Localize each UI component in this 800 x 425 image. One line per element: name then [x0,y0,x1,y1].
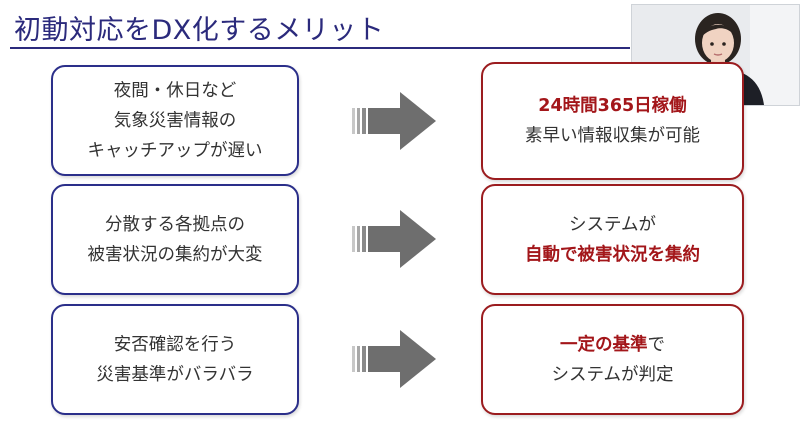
title-underline [10,47,630,49]
benefit-3-line-1: 一定の基準で [560,330,665,360]
benefit-2-line-1: システムが [569,214,656,235]
arrow-right-icon [352,210,436,268]
benefit-1-highlight: 24時間365日稼働 [538,96,687,116]
slide-title: 初動対応をDX化するメリット [14,15,385,46]
problem-box-1: 夜間・休日など 気象災害情報の キャッチアップが遅い [51,65,299,176]
benefit-3-line-1-rest: で [647,334,666,355]
arrow-right-icon [352,92,436,150]
problem-1-line-2: 気象災害情報の [113,110,237,131]
problem-2-line-2: 被害状況の集約が大変 [87,244,263,265]
problem-3-line-1: 安否確認を行う [113,334,237,355]
benefit-3-line-2: システムが判定 [551,364,674,385]
benefit-3-highlight: 一定の基準 [560,334,648,355]
problem-box-2: 分散する各拠点の 被害状況の集約が大変 [51,184,299,295]
problem-2-line-1: 分散する各拠点の [105,214,245,235]
problem-3-line-2: 災害基準がバラバラ [96,364,254,385]
benefit-box-2: システムが 自動で被害状況を集約 [481,184,744,295]
problem-box-3: 安否確認を行う 災害基準がバラバラ [51,304,299,415]
benefit-box-3: 一定の基準で システムが判定 [481,304,744,415]
arrow-right-icon [352,330,436,388]
benefit-box-1: 24時間365日稼働 素早い情報収集が可能 [481,62,744,180]
benefit-1-line-2: 素早い情報収集が可能 [525,126,700,146]
problem-1-line-3: キャッチアップが遅い [87,140,263,161]
problem-1-line-1: 夜間・休日など [113,80,237,101]
benefit-2-highlight: 自動で被害状況を集約 [525,244,700,265]
